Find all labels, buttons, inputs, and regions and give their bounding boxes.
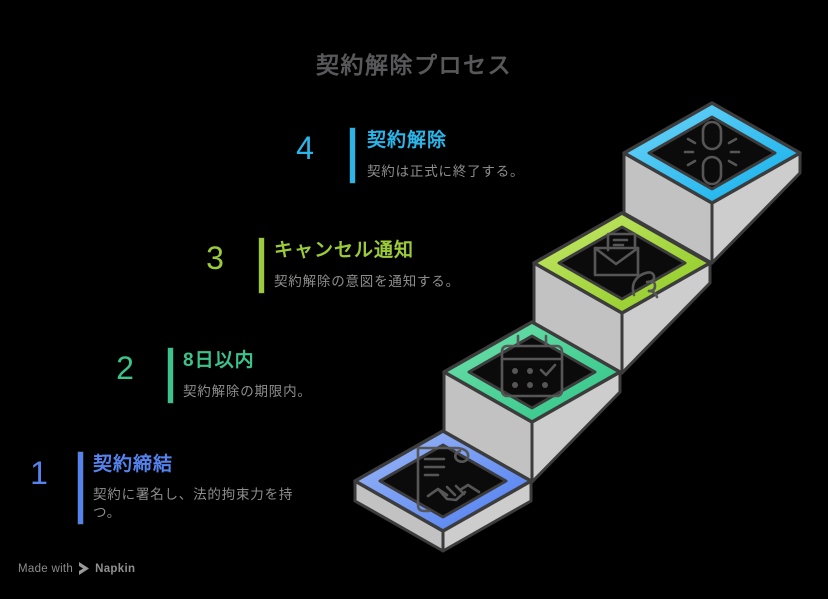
step-2-description: 契約解除の期限内。 xyxy=(183,384,312,399)
napkin-logo-icon xyxy=(79,562,90,575)
step-1-description: 契約に署名し、法的拘束力を持つ。 xyxy=(93,487,294,520)
step-2-accent-bar xyxy=(167,347,174,404)
broken-chain-link-icon xyxy=(683,120,741,186)
step-1-number: 1 xyxy=(30,455,48,491)
step-4-number: 4 xyxy=(296,130,314,166)
step-2-heading: 8日以内 xyxy=(183,350,255,371)
step-1-accent-bar xyxy=(77,451,84,525)
watermark-prefix: Made with xyxy=(18,562,74,575)
step-3-heading: キャンセル通知 xyxy=(274,240,415,261)
contract-signing-handshake-icon xyxy=(416,446,481,513)
step-3-description: 契約解除の意図を通知する。 xyxy=(274,274,460,289)
step-4-tread-top xyxy=(647,115,777,191)
step-4-heading: 契約解除 xyxy=(367,130,448,151)
step-4-platform xyxy=(622,101,802,265)
step-4-description: 契約は正式に終了する。 xyxy=(367,164,525,179)
step-3-accent-bar xyxy=(258,237,265,294)
watermark-brand: Napkin xyxy=(95,562,136,575)
step-2-number: 2 xyxy=(116,350,134,386)
step-1-tread-top xyxy=(378,443,508,519)
step-1-platform xyxy=(353,429,533,553)
watermark: Made with Napkin xyxy=(18,562,135,575)
step-1-heading: 契約締結 xyxy=(93,454,174,475)
step-3-platform xyxy=(532,211,712,375)
calendar-deadline-icon xyxy=(500,334,564,398)
step-4-accent-bar xyxy=(349,127,356,184)
cancellation-notice-letter-icon xyxy=(593,232,659,299)
step-2-platform xyxy=(442,320,622,484)
page-title: 契約解除プロセス xyxy=(316,52,512,78)
step-3-number: 3 xyxy=(206,240,224,276)
